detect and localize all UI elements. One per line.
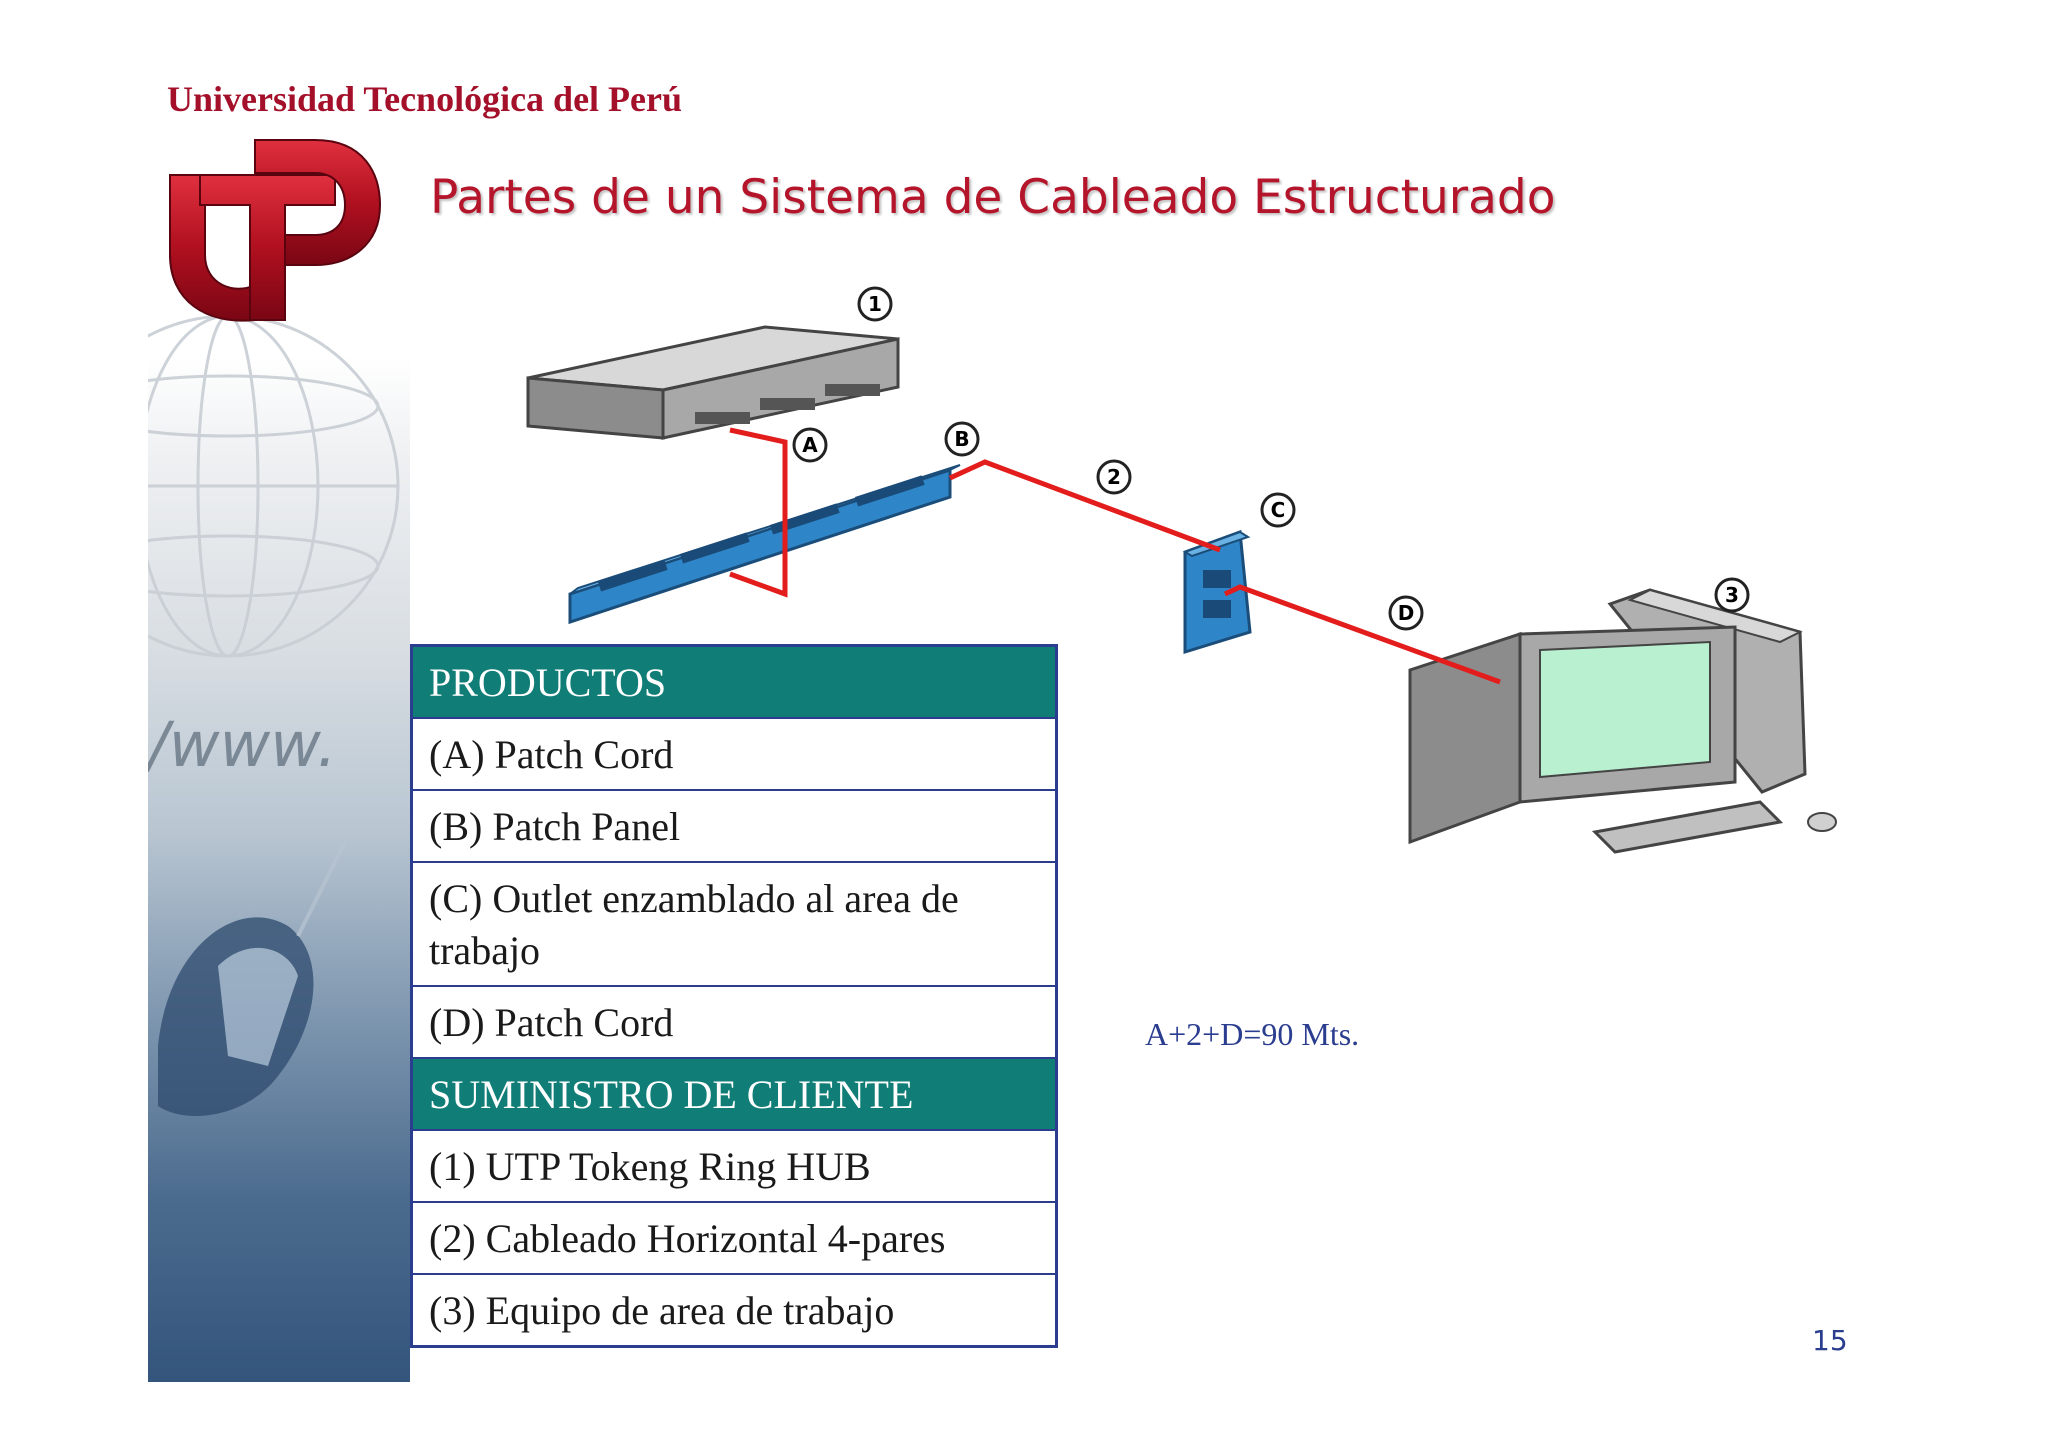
marker-a: A [792, 427, 828, 463]
svg-text:C: C [1271, 498, 1286, 522]
marker-2: 2 [1096, 459, 1132, 495]
marker-c: C [1260, 492, 1296, 528]
products-table: PRODUCTOS (A) Patch Cord (B) Patch Panel… [410, 644, 1058, 1348]
slide-title: Partes de un Sistema de Cableado Estruct… [430, 170, 1556, 225]
marker-1: 1 [857, 286, 893, 322]
computer-icon [1408, 588, 1837, 854]
svg-text:3: 3 [1725, 583, 1739, 607]
marker-3: 3 [1714, 577, 1750, 613]
patch-panel-icon [568, 464, 961, 625]
marker-d: D [1388, 595, 1424, 631]
svg-text:A: A [802, 433, 818, 457]
table-row: (A) Patch Cord [413, 717, 1055, 789]
utp-logo-icon [169, 139, 382, 322]
table-row: (C) Outlet enzamblado al area de trabajo [413, 861, 1055, 985]
distance-formula: A+2+D=90 Mts. [1145, 1016, 1360, 1052]
cabling-diagram: 1 A B 2 C D 3 [526, 286, 1837, 854]
cable-lines [729, 427, 1501, 685]
svg-text:B: B [954, 427, 969, 451]
university-name: Universidad Tecnológica del Perú [167, 79, 683, 119]
page-number: 15 [1812, 1324, 1848, 1357]
table-row: (1) UTP Tokeng Ring HUB [413, 1129, 1055, 1201]
svg-text:D: D [1398, 601, 1415, 625]
table-row: (B) Patch Panel [413, 789, 1055, 861]
svg-text:1: 1 [868, 292, 882, 316]
www-text: /www. [148, 708, 337, 781]
table-header-suministro: SUMINISTRO DE CLIENTE [413, 1057, 1055, 1129]
wall-outlet-icon [1182, 529, 1252, 655]
table-header-productos: PRODUCTOS [413, 647, 1055, 717]
table-row: (3) Equipo de area de trabajo [413, 1273, 1055, 1345]
globe-icon [148, 314, 400, 658]
table-row: (D) Patch Cord [413, 985, 1055, 1057]
marker-b: B [944, 421, 980, 457]
hub-icon [526, 325, 900, 440]
hand-mouse-icon [158, 835, 350, 1116]
svg-text:2: 2 [1107, 465, 1121, 489]
table-row: (2) Cableado Horizontal 4-pares [413, 1201, 1055, 1273]
diagram-markers: 1 A B 2 C D 3 [792, 286, 1750, 631]
